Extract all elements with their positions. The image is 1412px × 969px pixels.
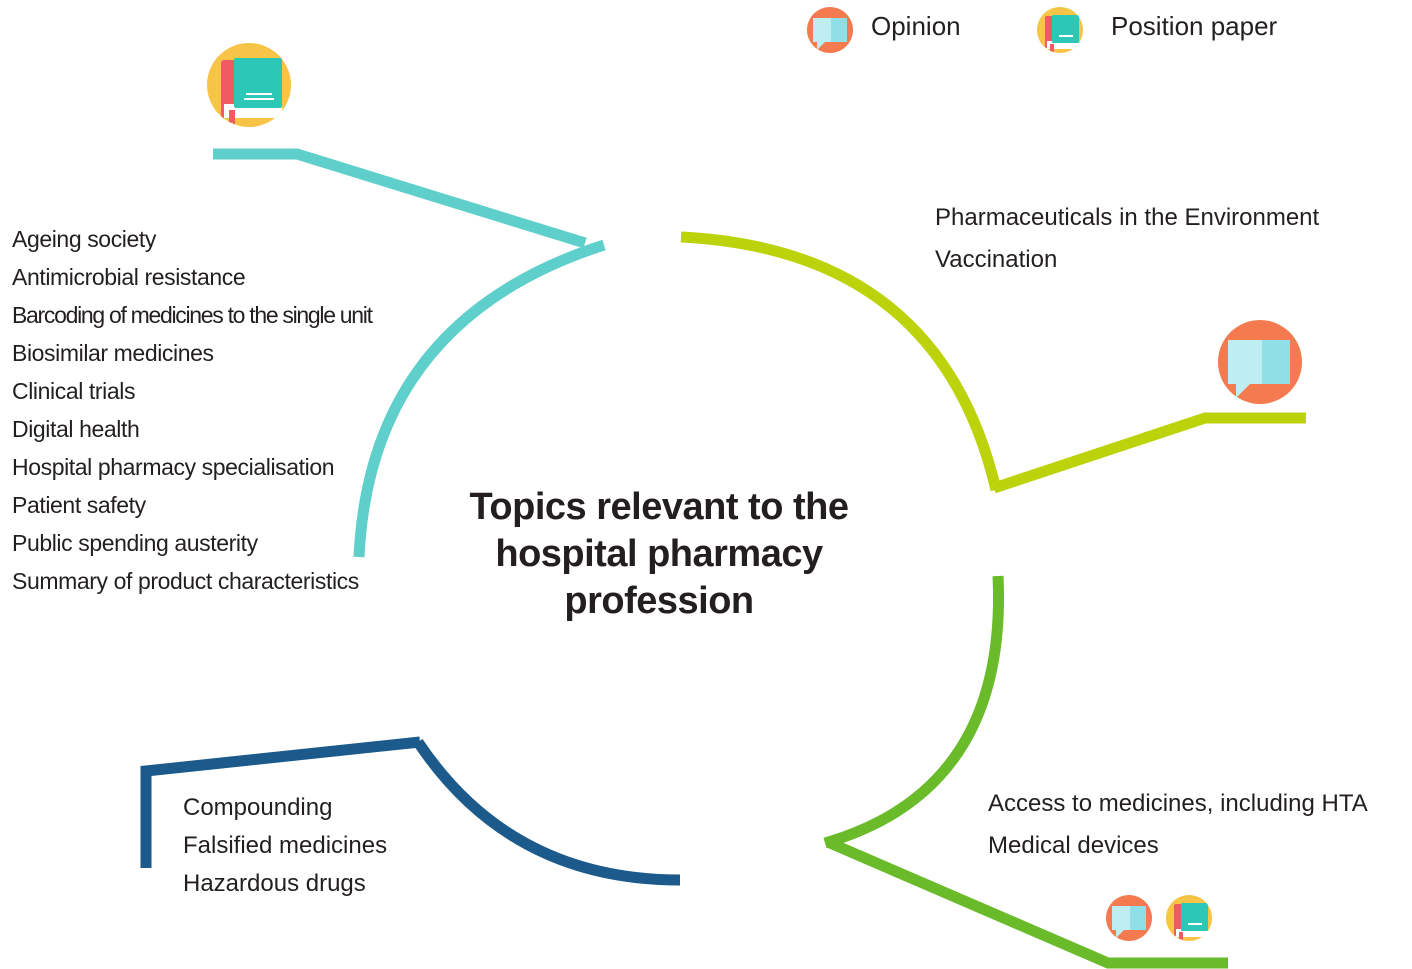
topic-item: Falsified medicines: [183, 832, 388, 859]
both-connector: [827, 837, 1228, 969]
topic-item: Hospital pharmacy specialisation: [12, 454, 335, 480]
opinions-connector: [992, 412, 1306, 494]
topic-item: Public spending austerity: [12, 530, 258, 556]
topic-item: Vaccination: [935, 246, 1058, 273]
topic-item: Compounding: [183, 794, 333, 821]
none-arc: [413, 738, 681, 886]
opinion-icon: [1106, 895, 1152, 941]
topic-item: Patient safety: [12, 492, 146, 518]
legend-opinion-icon: [807, 7, 853, 53]
opinions-arc: [680, 231, 1002, 492]
topic-item: Pharmaceuticals in the Environment: [935, 204, 1320, 231]
position-paper-icon: [207, 43, 291, 127]
topic-item: Digital health: [12, 416, 140, 442]
diagram-title: Topics relevant to the hospital pharmacy p…: [430, 484, 888, 625]
position-papers-branch: [213, 148, 606, 558]
topic-item: Clinical trials: [12, 378, 136, 404]
topic-item: Biosimilar medicines: [12, 340, 214, 366]
diagram-title-line: hospital pharmacy: [495, 533, 823, 575]
topic-item: Barcoding of medicines to the single uni…: [12, 302, 373, 328]
topic-item: Access to medicines, including HTA: [988, 790, 1368, 817]
topic-item: Antimicrobial resistance: [12, 264, 246, 290]
both-branch: [823, 575, 1228, 969]
legend-opinion-label: Opinion: [871, 11, 961, 41]
position-papers-topic-list: Ageing society Antimicrobial resistance …: [12, 220, 373, 600]
diagram-title-line: Topics relevant to the: [469, 486, 849, 528]
topic-item: Medical devices: [988, 832, 1159, 859]
both-topic-list: Access to medicines, including HTA Medic…: [988, 783, 1368, 867]
opinion-icon: [1218, 320, 1302, 404]
no-publication-topic-list: Compounding Falsified medicines Hazardou…: [183, 789, 387, 903]
topic-item: Ageing society: [12, 226, 156, 252]
opinions-branch: [680, 231, 1306, 494]
none-connector: [140, 736, 421, 868]
opinions-topic-list: Pharmaceuticals in the Environment Vacci…: [935, 197, 1319, 281]
position-papers-arc: [353, 239, 606, 558]
both-arc: [823, 575, 1005, 849]
legend-position-paper-icon: [1037, 7, 1083, 53]
none-branch: [140, 736, 681, 886]
legend-position-paper-label: Position paper: [1111, 11, 1278, 41]
topic-item: Summary of product characteristics: [12, 568, 359, 594]
diagram-title-line: profession: [564, 580, 754, 622]
topic-item: Hazardous drugs: [183, 870, 366, 897]
position-paper-icon: [1166, 895, 1212, 941]
position-papers-connector: [213, 148, 587, 249]
